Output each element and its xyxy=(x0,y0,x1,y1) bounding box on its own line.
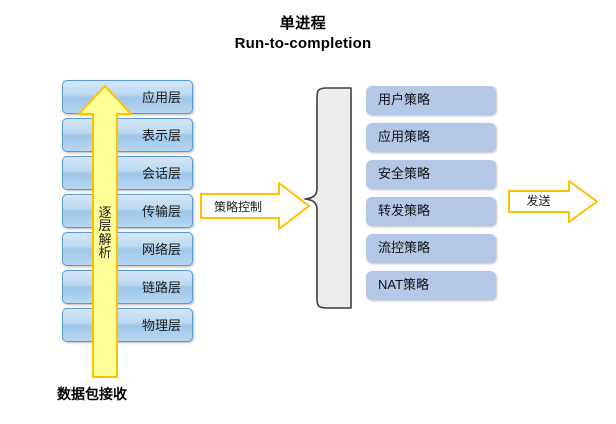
parsing-char-2: 层 xyxy=(98,218,112,234)
send-arrow-label: 发送 xyxy=(526,194,551,208)
right-arrow-icon xyxy=(508,180,598,223)
title-line-chinese: 单进程 xyxy=(279,15,327,32)
left-curly-brace xyxy=(303,85,359,311)
osi-layer-stack: 应用层 表示层 会话层 传输层 网络层 链路层 物理层 xyxy=(62,80,195,346)
policy-list: 用户策略 应用策略 安全策略 转发策略 流控策略 NAT策略 xyxy=(366,86,498,310)
parsing-char-3: 解 xyxy=(98,231,112,247)
policy-box-security[interactable]: 安全策略 xyxy=(366,160,496,189)
title-line-english: Run-to-completion xyxy=(234,35,372,53)
layer-box-datalink[interactable]: 链路层 xyxy=(62,270,193,304)
layer-box-physical[interactable]: 物理层 xyxy=(62,308,193,342)
policy-box-flowcontrol[interactable]: 流控策略 xyxy=(366,234,496,263)
packet-receive-caption: 数据包接收 xyxy=(57,386,127,402)
policy-box-forwarding[interactable]: 转发策略 xyxy=(366,197,496,226)
up-arrow-icon xyxy=(78,85,132,378)
layer-box-network[interactable]: 网络层 xyxy=(62,232,193,266)
policy-box-nat[interactable]: NAT策略 xyxy=(366,271,496,300)
curly-brace-icon xyxy=(304,87,352,309)
policy-control-arrow: 策略控制 xyxy=(199,181,311,231)
page-title: 单进程 Run-to-completion xyxy=(158,14,448,55)
parsing-char-1: 逐 xyxy=(98,205,112,220)
right-arrow-icon xyxy=(200,182,310,230)
layer-parsing-arrow: 逐 层 解 析 xyxy=(76,84,134,380)
policy-control-arrow-label: 策略控制 xyxy=(213,200,262,214)
policy-box-user[interactable]: 用户策略 xyxy=(366,86,496,115)
layer-box-session[interactable]: 会话层 xyxy=(62,156,193,190)
layer-parsing-arrow-label: 逐 层 解 析 xyxy=(93,206,117,259)
layer-box-presentation[interactable]: 表示层 xyxy=(62,118,193,152)
send-arrow: 发送 xyxy=(507,179,599,224)
parsing-char-4: 析 xyxy=(98,244,112,260)
layer-box-transport[interactable]: 传输层 xyxy=(62,194,193,228)
policy-box-application[interactable]: 应用策略 xyxy=(366,123,496,152)
